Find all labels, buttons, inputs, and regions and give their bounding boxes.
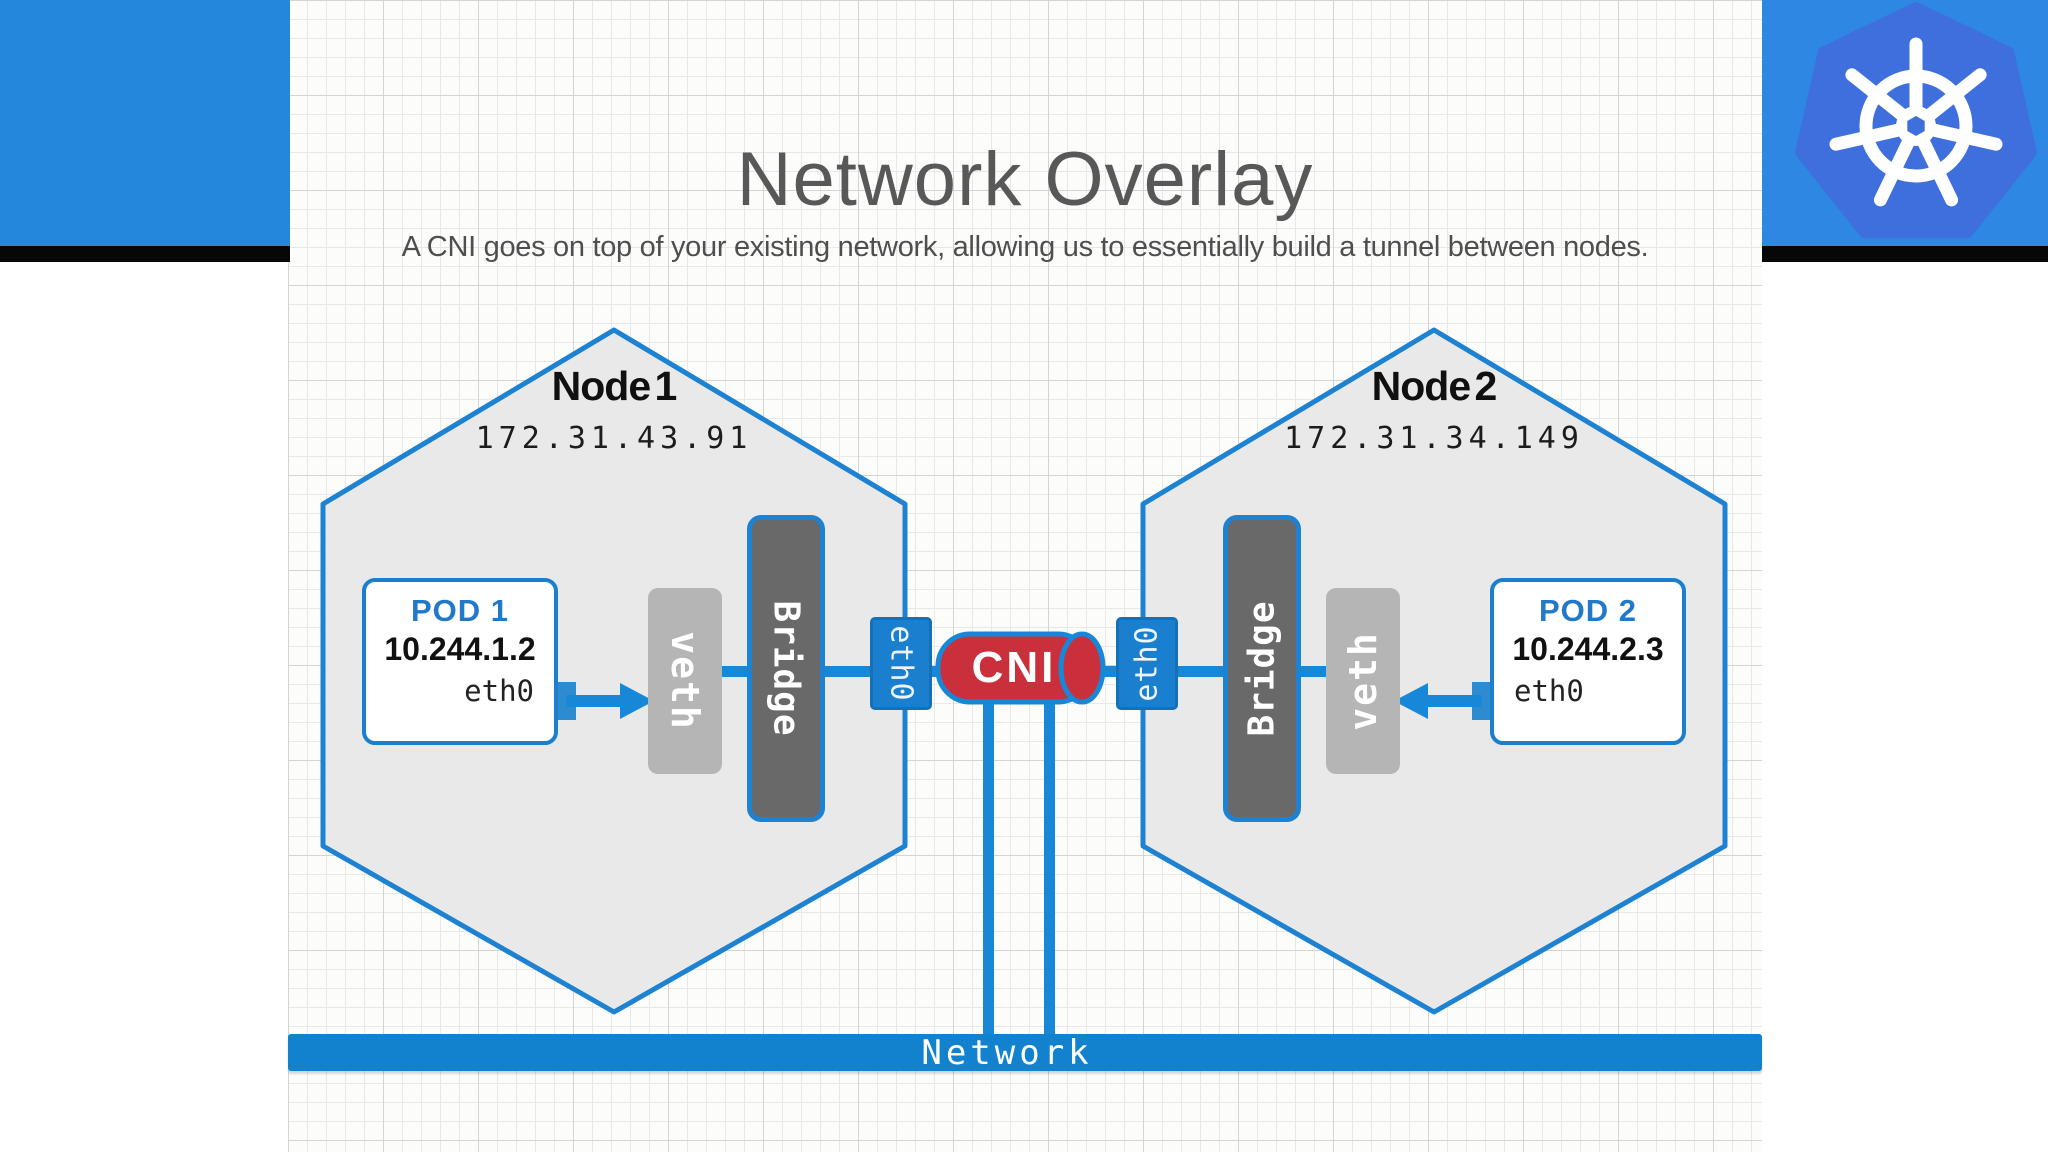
page-title: Network Overlay (736, 137, 1314, 222)
node1-eth0-box: eth0 (870, 617, 932, 710)
pod2-ip: 10.244.2.3 (1512, 631, 1664, 667)
pod1-name: POD 1 (410, 593, 510, 628)
node2-eth0-label: eth0 (1129, 625, 1165, 702)
node1-bridge-box: Bridge (747, 515, 825, 822)
node1-bridge-label: Bridge (765, 600, 807, 737)
pod2-to-veth-arrow (1394, 683, 1482, 719)
node1-veth-label: veth (663, 631, 708, 731)
node1-eth0-label: eth0 (883, 625, 919, 702)
cni-tunnel-label: CNI (971, 643, 1057, 692)
kubernetes-logo-icon (1795, 2, 2037, 239)
pod1-to-veth-arrow (566, 683, 654, 719)
node2-hexagon (1140, 327, 1728, 1015)
node2-bridge-label: Bridge (1241, 600, 1283, 737)
network-bar: Network (288, 1032, 1762, 1073)
kubernetes-logo-tile (1762, 0, 2048, 246)
pod1-interface-label: eth0 (464, 674, 534, 708)
node2-name: Node 2 (1371, 363, 1498, 409)
header-left-blue-block (0, 0, 290, 246)
pod2-interface-label: eth0 (1514, 674, 1584, 708)
node2-ip: 172.31.34.149 (1284, 421, 1584, 456)
node2-veth-box: veth (1326, 588, 1400, 774)
header-left-black-bar (0, 246, 290, 262)
node1-veth-box: veth (648, 588, 722, 774)
page-subtitle: A CNI goes on top of your existing netwo… (401, 231, 1649, 263)
network-bar-label: Network (921, 1032, 1093, 1073)
pod2-name: POD 2 (1538, 593, 1638, 628)
node1-name: Node 1 (551, 363, 678, 409)
node2-eth0-box: eth0 (1116, 617, 1178, 710)
cni-tunnel-cylinder (935, 631, 1106, 705)
pod1-box: POD 1 10.244.1.2 eth0 (362, 578, 558, 745)
wheel-hub-hole (1907, 116, 1925, 136)
tunnel-leg-left (983, 698, 994, 1038)
node1-ip: 172.31.43.91 (475, 421, 753, 456)
tunnel-leg-right (1044, 698, 1055, 1038)
node2-bridge-box: Bridge (1223, 515, 1301, 822)
pod2-box: POD 2 10.244.2.3 eth0 (1490, 578, 1686, 745)
pod1-ip: 10.244.1.2 (384, 631, 536, 667)
node1-hexagon (320, 327, 908, 1015)
kubernetes-helm-wheel-icon (1829, 37, 2003, 207)
node2-veth-label: veth (1341, 631, 1386, 731)
header-right-black-bar (1762, 246, 2048, 262)
